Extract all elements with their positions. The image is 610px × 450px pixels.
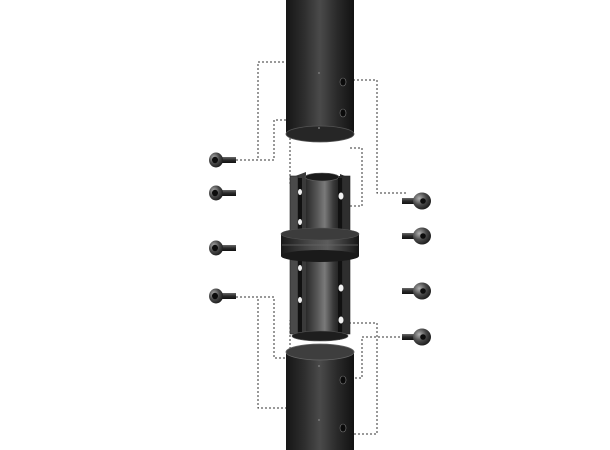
upper-pipe-hole-bottom xyxy=(339,108,347,118)
lower-pipe-hole-top xyxy=(339,375,347,385)
socket-bolts-left xyxy=(209,152,236,304)
guide-upper-left-inner xyxy=(232,119,291,186)
guide-upper-left-outer xyxy=(232,61,290,161)
bolt-icon xyxy=(402,192,431,210)
bolt-icon xyxy=(209,152,236,168)
button-head-bolts-right xyxy=(402,192,431,346)
upper-pipe xyxy=(285,0,355,143)
bolt-icon xyxy=(209,240,236,256)
guide-lower-right-outer xyxy=(345,322,378,435)
guide-upper-right-outer xyxy=(345,79,408,194)
bolt-icon xyxy=(402,282,431,300)
bolt-icon xyxy=(402,328,431,346)
bolt-icon xyxy=(209,185,236,201)
lower-pipe-hole-bottom xyxy=(339,423,347,433)
collar-ring xyxy=(280,227,360,262)
lower-pipe xyxy=(285,343,355,450)
guide-upper-right-inner xyxy=(340,147,363,207)
guide-lower-left-inner xyxy=(232,296,291,359)
upper-pipe-hole-top xyxy=(339,77,347,87)
bolt-icon xyxy=(402,227,431,245)
bolt-icon xyxy=(209,288,236,304)
guide-lower-left-outer xyxy=(232,296,290,409)
alignment-guides xyxy=(232,61,408,435)
